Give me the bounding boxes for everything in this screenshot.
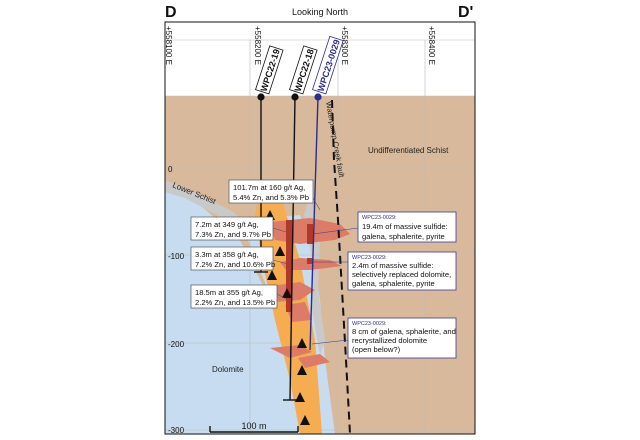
callout-2-line2: selectively replaced dolomite, [352, 270, 451, 279]
callout-3-hole: WPC23-0029: [352, 321, 387, 327]
callout-2-line1: 2.4m of massive sulfide: [352, 261, 433, 270]
callout-3-line2: recrystallized dolomite [352, 336, 427, 345]
easting-558400: +558400 E [427, 26, 436, 65]
collar-wpc22-18 [291, 93, 299, 101]
easting-558200: +558200 E [253, 26, 262, 65]
intercept-2-line1: 7.2m at 349 g/t Ag, [195, 220, 259, 229]
map-frame-border [164, 21, 476, 435]
scale-bar-label: 100 m [241, 421, 266, 431]
ore-interval-wpc23-0029-a [307, 224, 313, 244]
callout-box-1: WPC23-0029: 19.4m of massive sulfide: ga… [357, 211, 457, 243]
callout-1-leader [312, 227, 359, 235]
massive-sulfide-lens-6 [298, 354, 330, 368]
intercept-box-2: 7.2m at 349 g/t Ag, 7.3% Zn, and 9.7% Pb [190, 216, 274, 241]
callout-3-line3: (open below?) [352, 345, 401, 354]
intercept-1-line1: 101.7m at 160 g/t Ag, [233, 183, 305, 192]
intercept-box-4: 18.5m at 355 g/t Ag, 2.2% Zn, and 13.5% … [190, 284, 278, 309]
intercept-box-3: 3.3m at 358 g/t Ag, 7.2% Zn, and 10.6% P… [190, 246, 275, 271]
callout-box-3: WPC23-0029: 8 cm of galena, sphalerite, … [347, 317, 457, 359]
view-direction-label: Looking North [292, 7, 348, 17]
callout-1-hole: WPC23-0029: [362, 215, 397, 221]
massive-sulfide-lens-3 [270, 282, 315, 302]
depth-label-minus-200: -200 [168, 340, 185, 349]
drillhole-wpc22-18-trace [289, 96, 296, 401]
intercept-2-leader [272, 227, 287, 233]
callout-2-line3: galena, sphalerite, pyrite [352, 279, 435, 288]
collar-wpc22-19 [257, 93, 265, 101]
unit-label-undifferentiated-schist: Undifferentiated Schist [368, 146, 449, 155]
intercept-4-line1: 18.5m at 355 g/t Ag, [195, 288, 263, 297]
depth-label-minus-100: -100 [168, 252, 185, 261]
ore-interval-wpc23-0029-b [307, 258, 313, 264]
section-letter-right: D' [458, 4, 473, 21]
callout-2-hole: WPC23-0029: [352, 255, 387, 261]
intercept-2-line2: 7.3% Zn, and 9.7% Pb [195, 230, 271, 239]
depth-label-0: 0 [168, 165, 173, 174]
callout-3-leader [311, 339, 349, 345]
unit-label-dolomite: Dolomite [212, 365, 244, 374]
drillhole-wpc23-0029-trace [309, 96, 319, 351]
intercept-1-line2: 5.4% Zn, and 5.3% Pb [233, 193, 309, 202]
intercept-3-line2: 7.2% Zn, and 10.6% Pb [195, 260, 275, 269]
callout-1-line2: galena, sphalerite, pyrite [362, 232, 445, 241]
callout-1-line1: 19.4m of massive sulfide: [362, 222, 448, 231]
callout-box-2: WPC23-0029: 2.4m of massive sulfide: sel… [347, 251, 457, 291]
callout-3-line1: 8 cm of galena, sphalerite, and [352, 327, 456, 336]
intercept-4-leader [276, 293, 289, 301]
ore-interval-wpc22-18 [286, 220, 292, 312]
intercept-3-leader [272, 259, 289, 265]
section-letter-left: D [165, 4, 177, 21]
intercept-1-leader [312, 197, 321, 211]
intercept-4-line2: 2.2% Zn, and 13.5% Pb [195, 298, 275, 307]
depth-label-minus-300: -300 [168, 426, 185, 435]
intercept-3-line1: 3.3m at 358 g/t Ag, [195, 250, 259, 259]
easting-558300: +558300 E [340, 26, 349, 65]
scale-bar: 100 m [209, 421, 299, 433]
intercept-box-1: 101.7m at 160 g/t Ag, 5.4% Zn, and 5.3% … [228, 179, 314, 204]
easting-558100: +558100 E [164, 26, 173, 65]
collar-wpc23-0029 [314, 93, 322, 101]
